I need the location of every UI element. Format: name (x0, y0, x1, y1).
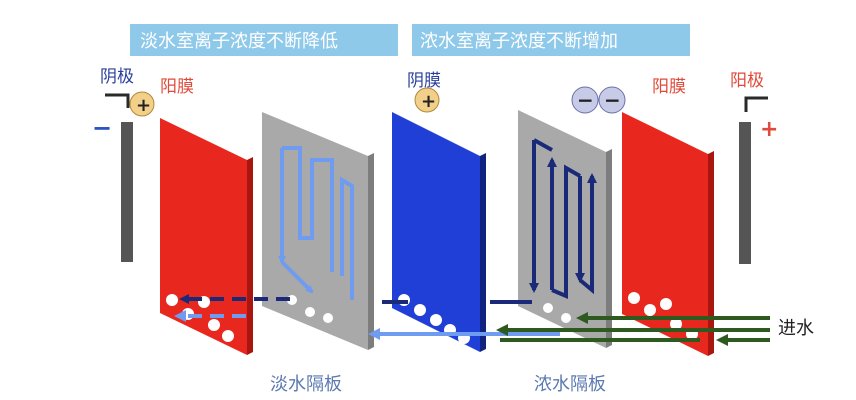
chamber-transfer-flow (368, 300, 560, 340)
anode-sign: + (760, 117, 778, 142)
fresh-flow-path (278, 146, 354, 300)
cation-ion-icon: + (414, 87, 440, 113)
conc-spacer-label: 浓水隔板 (534, 374, 606, 395)
banner-conc-chamber: 浓水室离子浓度不断增加 (412, 24, 690, 56)
conc-water-spacer: − − 浓水隔板 (518, 86, 626, 395)
fresh-water-spacer: 淡水隔板 (262, 112, 374, 395)
cation-membrane-right-label: 阳膜 (652, 77, 686, 97)
anode-electrode: 阳极 + (730, 71, 778, 264)
anode-label: 阳极 (730, 71, 764, 91)
cathode-sign: − (92, 114, 112, 142)
anion-ion-icon: − (571, 86, 599, 114)
cation-membrane-left-label: 阳膜 (160, 77, 194, 97)
cathode-electrode: 阴极 − + (92, 67, 155, 262)
water-inlet-label: 进水 (778, 318, 814, 339)
cathode-label: 阴极 (100, 67, 134, 87)
banner-conc-text: 浓水室离子浓度不断增加 (420, 31, 618, 52)
cation-ion-icon: + (129, 91, 155, 117)
banner-fresh-text: 淡水室离子浓度不断降低 (140, 31, 338, 52)
svg-text:+: + (136, 95, 151, 116)
cation-membrane-left: 阳膜 (160, 77, 253, 355)
fresh-spacer-label: 淡水隔板 (270, 374, 342, 395)
conc-flow-path (529, 138, 597, 300)
svg-text:+: + (421, 91, 436, 112)
anion-membrane: 阴膜 + (392, 71, 486, 352)
anion-ion-icon: − (598, 86, 626, 114)
svg-text:−: − (577, 88, 594, 112)
fresh-outlet-flow (174, 294, 290, 322)
cation-membrane-right: 阳膜 (622, 77, 714, 356)
anion-membrane-label: 阴膜 (407, 71, 441, 91)
water-inlet-flow: 进水 (496, 312, 814, 346)
banner-fresh-chamber: 淡水室离子浓度不断降低 (130, 24, 398, 56)
svg-text:−: − (604, 88, 621, 112)
